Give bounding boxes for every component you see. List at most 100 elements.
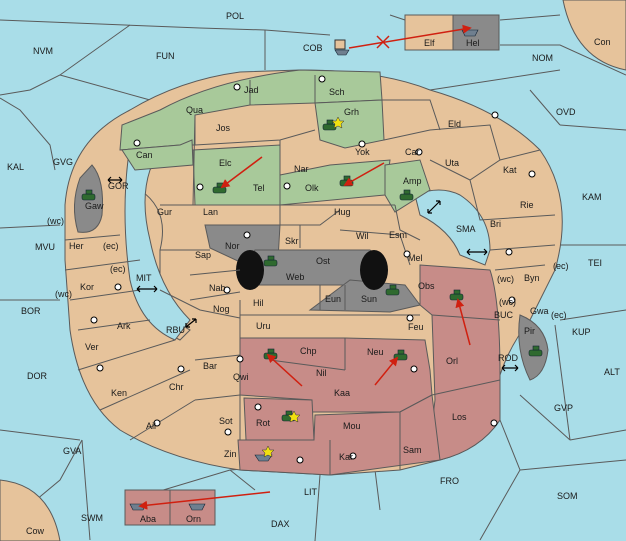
land-rie: Rie: [520, 200, 534, 210]
sea-nvm: NVM: [33, 46, 53, 56]
coast-ec-byn: (ec): [553, 261, 569, 271]
land-bar: Bar: [203, 361, 217, 371]
sea-bor: BOR: [21, 306, 41, 316]
land-mou: Mou: [343, 421, 361, 431]
land-lan: Lan: [203, 207, 218, 217]
sea-gva: GVA: [63, 446, 81, 456]
land-sam: Sam: [403, 445, 422, 455]
region-grey-center: [248, 249, 379, 286]
sea-boundaries: [0, 14, 626, 541]
land-ken: Ken: [111, 388, 127, 398]
land-qua: Qua: [186, 105, 203, 115]
internal-borders: [64, 75, 556, 475]
coast-wc-her: (wc): [47, 216, 64, 226]
sea-alt: ALT: [604, 367, 620, 377]
army-unit-pir: [528, 345, 543, 357]
land-mel: Mel: [408, 253, 423, 263]
land-can: Can: [136, 150, 153, 160]
coast-ec-kor: (ec): [110, 264, 126, 274]
coast-ec-her: (ec): [103, 241, 119, 251]
sea-swm: SWM: [81, 513, 103, 523]
land-rot: Rot: [256, 418, 271, 428]
sea-rbu: RBU: [166, 325, 185, 335]
land-orl: Orl: [446, 356, 458, 366]
land-sap: Sap: [195, 250, 211, 260]
sea-buc: BUC: [494, 310, 514, 320]
land-aba: Aba: [140, 514, 156, 524]
land-los: Los: [452, 412, 467, 422]
sea-mit: MIT: [136, 273, 152, 283]
sea-gor: GOR: [108, 181, 129, 191]
sea-fro: FRO: [440, 476, 459, 486]
sea-sma: SMA: [456, 224, 476, 234]
sea-rod: ROD: [498, 353, 519, 363]
land-pir: Pir: [524, 326, 535, 336]
sea-dor: DOR: [27, 371, 48, 381]
supply-centers: [90, 75, 536, 464]
land-amp: Amp: [403, 176, 422, 186]
land-eld: Eld: [448, 119, 461, 129]
order-arrows: [138, 24, 472, 510]
sea-kup: KUP: [572, 327, 591, 337]
land-car: Car: [405, 147, 420, 157]
land-uru: Uru: [256, 321, 271, 331]
land-feu: Feu: [408, 322, 424, 332]
region-green-amp: [384, 159, 431, 213]
land-nog: Nog: [213, 304, 230, 314]
region-green-elc: [192, 144, 281, 206]
sea-mvu: MVU: [35, 242, 55, 252]
land-ost: Ost: [316, 256, 331, 266]
land-ark: Ark: [117, 321, 131, 331]
dislodge-stars: [261, 116, 345, 458]
coast-wc-kor: (wc): [55, 289, 72, 299]
land-gaw: Gaw: [85, 201, 104, 211]
sea-kam: KAM: [582, 192, 602, 202]
land-her: Her: [69, 241, 84, 251]
land-jos: Jos: [216, 123, 231, 133]
land-gur: Gur: [157, 207, 172, 217]
land-eun: Eun: [325, 294, 341, 304]
land-neu: Neu: [367, 347, 384, 357]
land-chr: Chr: [169, 382, 184, 392]
land-gwa: Gwa: [530, 306, 549, 316]
fleet-unit-cob: [334, 49, 350, 56]
land-con: Con: [594, 37, 611, 47]
land-elf: Elf: [424, 38, 435, 48]
land-hel: Hel: [466, 38, 480, 48]
sea-lit: LIT: [304, 487, 318, 497]
army-unit-tel: [212, 182, 227, 194]
sea-pol: POL: [226, 11, 244, 21]
land-sot: Sot: [219, 416, 233, 426]
land-elc: Elc: [219, 158, 232, 168]
sea-nom: NOM: [532, 53, 553, 63]
black-node-west: [236, 250, 264, 290]
land-nil: Nil: [316, 368, 327, 378]
land-ver: Ver: [85, 342, 99, 352]
sea-kal: KAL: [7, 162, 24, 172]
land-sch: Sch: [329, 87, 345, 97]
land-olk: Olk: [305, 183, 319, 193]
black-node-east: [360, 250, 388, 290]
land-orn: Orn: [186, 514, 201, 524]
sea-ovd: OVD: [556, 107, 576, 117]
cob-base-marker: [334, 39, 346, 50]
land-nab: Nab: [209, 283, 226, 293]
land-kor: Kor: [80, 282, 94, 292]
fleet-unit-orn: [188, 503, 206, 511]
land-skr: Skr: [285, 236, 299, 246]
land-kat: Kat: [503, 165, 517, 175]
land-grh: Grh: [344, 107, 359, 117]
land-sun: Sun: [361, 294, 377, 304]
land-yok: Yok: [355, 147, 370, 157]
sea-fun: FUN: [156, 51, 175, 61]
sea-dax: DAX: [271, 519, 290, 529]
land-wil: Wil: [356, 231, 369, 241]
sea-tei: TEI: [588, 258, 602, 268]
coast-wc-gwa: (wc): [499, 297, 516, 307]
land-chp: Chp: [300, 346, 317, 356]
fleet-unit-hel: [461, 29, 479, 37]
land-ail: Ail: [146, 421, 156, 431]
army-unit-web: [263, 255, 278, 267]
region-green-north: [119, 69, 383, 151]
